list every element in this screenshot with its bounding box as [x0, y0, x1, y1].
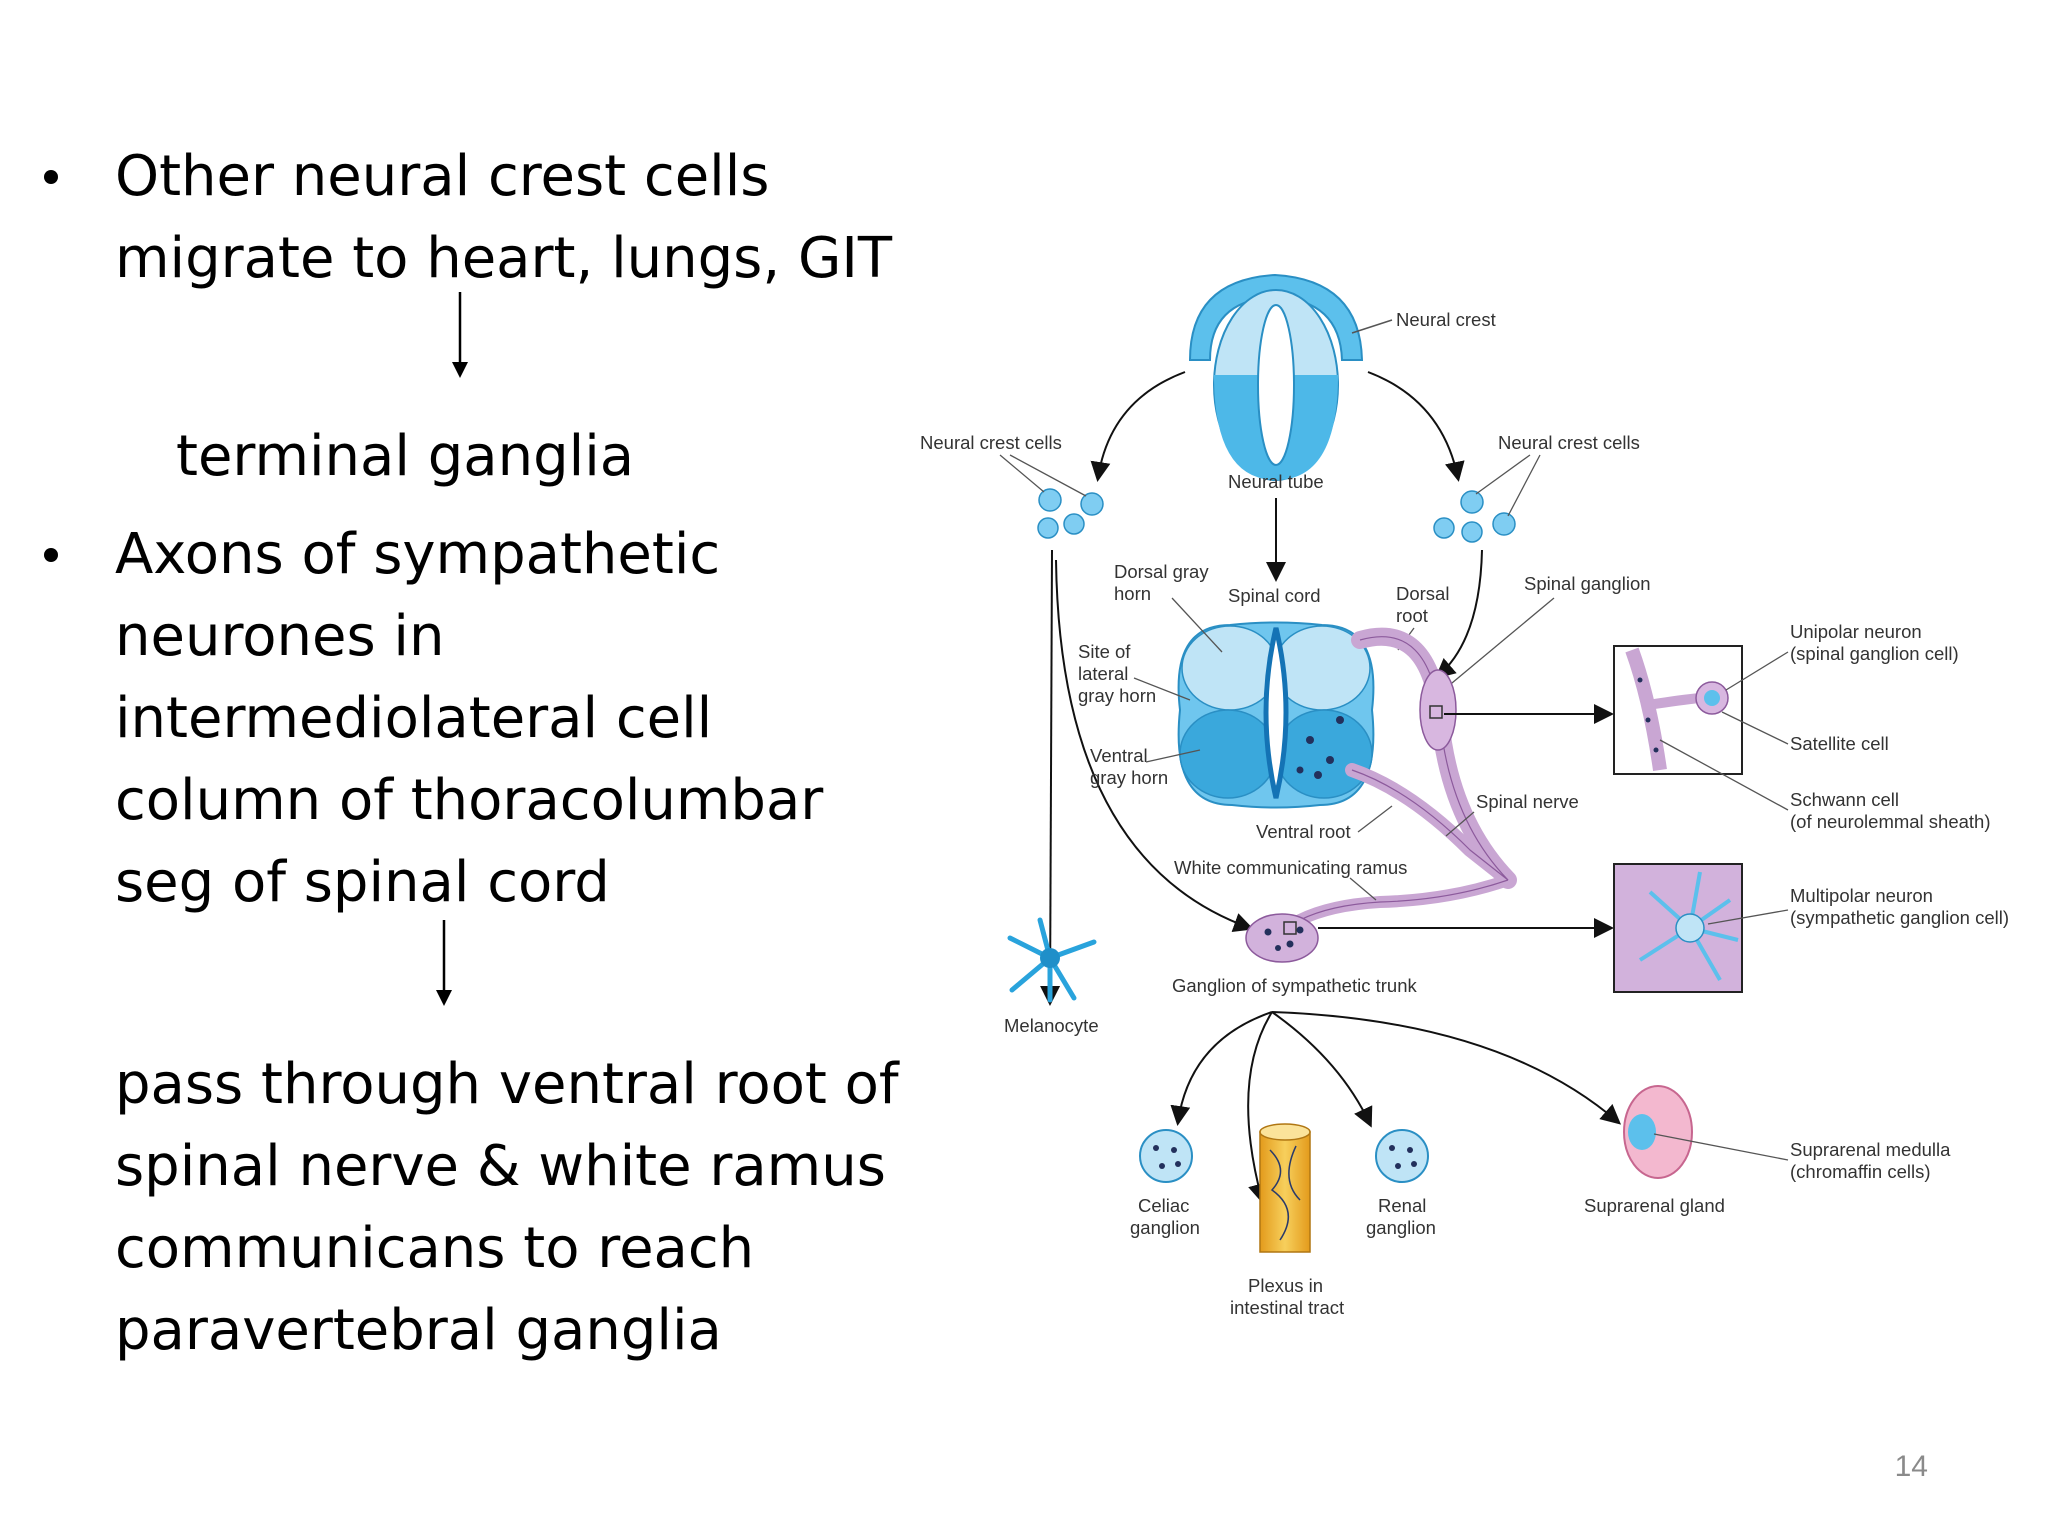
label-unipolar-1: Unipolar neuron	[1790, 621, 1922, 642]
bullet-1	[44, 170, 58, 184]
neural-crest-shape	[1188, 273, 1364, 361]
label-plexus-1: Plexus in	[1248, 1275, 1323, 1296]
sympathetic-neurons-in-cord	[1296, 716, 1344, 779]
label-unipolar-2: (spinal ganglion cell)	[1790, 643, 1959, 664]
label-suprarenal-gland: Suprarenal gland	[1584, 1195, 1725, 1216]
sympathetic-ganglion-shape	[1245, 913, 1319, 963]
crest-cells-left	[1037, 488, 1104, 539]
neural-crest-diagram: Neural crest Neural tube Neural crest ce…	[920, 273, 2009, 1318]
label-schwann-1: Schwann cell	[1790, 789, 1899, 810]
label-spinal-ganglion: Spinal ganglion	[1524, 573, 1651, 594]
label-plexus-2: intestinal tract	[1230, 1297, 1344, 1318]
bullet-2-line-3: intermediolateral cell	[115, 686, 713, 751]
label-schwann-2: (of neurolemmal sheath)	[1790, 811, 1991, 832]
celiac-ganglion-shape	[1139, 1129, 1193, 1183]
label-suprarenal-medulla-2: (chromaffin cells)	[1790, 1161, 1931, 1182]
label-dorsal-gray-horn-2: horn	[1114, 583, 1151, 604]
label-spinal-cord: Spinal cord	[1228, 585, 1321, 606]
bullet-1-line-2: migrate to heart, lungs, GIT	[115, 226, 893, 291]
intestinal-plexus-shape	[1259, 1131, 1311, 1253]
label-site-lateral-1: Site of	[1078, 641, 1131, 662]
label-white-ramus: White communicating ramus	[1174, 857, 1407, 878]
bullet-2	[44, 548, 58, 562]
page-number: 14	[1894, 1450, 1928, 1483]
label-ventral-root: Ventral root	[1256, 821, 1351, 842]
result-line-1: pass through ventral root of	[115, 1052, 899, 1117]
bullet-1-line-1: Other neural crest cells	[115, 144, 770, 209]
label-renal-1: Renal	[1378, 1195, 1426, 1216]
arrow-down-2	[436, 920, 452, 1006]
central-canal	[1263, 627, 1289, 799]
label-multipolar-1: Multipolar neuron	[1790, 885, 1933, 906]
crest-cells-right	[1433, 490, 1516, 543]
bullet-2-line-1: Axons of sympathetic	[115, 522, 721, 587]
neural-tube-lumen	[1257, 304, 1295, 466]
label-dorsal-root-2: root	[1396, 605, 1428, 626]
label-spinal-nerve: Spinal nerve	[1476, 791, 1579, 812]
bullet-2-line-2: neurones in	[115, 604, 445, 669]
label-renal-2: ganglion	[1366, 1217, 1436, 1238]
arrow-down-1	[452, 292, 468, 378]
bullet-2-line-5: seg of spinal cord	[115, 850, 610, 915]
label-site-lateral-2: lateral	[1078, 663, 1128, 684]
suprarenal-gland-shape	[1623, 1085, 1693, 1179]
label-neural-crest-cells-right: Neural crest cells	[1498, 432, 1640, 453]
label-melanocyte: Melanocyte	[1004, 1015, 1099, 1036]
label-neural-crest: Neural crest	[1396, 309, 1496, 330]
label-ventral-gray-horn-1: Ventral	[1090, 745, 1148, 766]
label-satellite: Satellite cell	[1790, 733, 1889, 754]
ventral-horn-left	[1179, 709, 1277, 799]
bullet-2-line-4: column of thoracolumbar	[115, 768, 824, 833]
label-suprarenal-medulla-1: Suprarenal medulla	[1790, 1139, 1951, 1160]
renal-ganglion-shape	[1375, 1129, 1429, 1183]
label-multipolar-2: (sympathetic ganglion cell)	[1790, 907, 2009, 928]
label-ventral-gray-horn-2: gray horn	[1090, 767, 1168, 788]
result-line-4: paravertebral ganglia	[115, 1298, 722, 1363]
ventral-horn-right	[1275, 709, 1373, 799]
label-dorsal-gray-horn-1: Dorsal gray	[1114, 561, 1209, 582]
result-line-2: spinal nerve & white ramus	[115, 1134, 886, 1199]
label-ganglion-sympathetic-trunk: Ganglion of sympathetic trunk	[1172, 975, 1417, 996]
label-celiac-2: ganglion	[1130, 1217, 1200, 1238]
spinal-ganglion-shape	[1419, 669, 1457, 751]
terminal-ganglia-text: terminal ganglia	[176, 424, 635, 489]
label-site-lateral-3: gray horn	[1078, 685, 1156, 706]
label-dorsal-root-1: Dorsal	[1396, 583, 1449, 604]
label-neural-crest-cells-left: Neural crest cells	[920, 432, 1062, 453]
result-line-3: communicans to reach	[115, 1216, 755, 1281]
label-celiac-1: Celiac	[1138, 1195, 1189, 1216]
label-neural-tube: Neural tube	[1228, 471, 1324, 492]
dorsal-horn-left	[1181, 625, 1279, 711]
